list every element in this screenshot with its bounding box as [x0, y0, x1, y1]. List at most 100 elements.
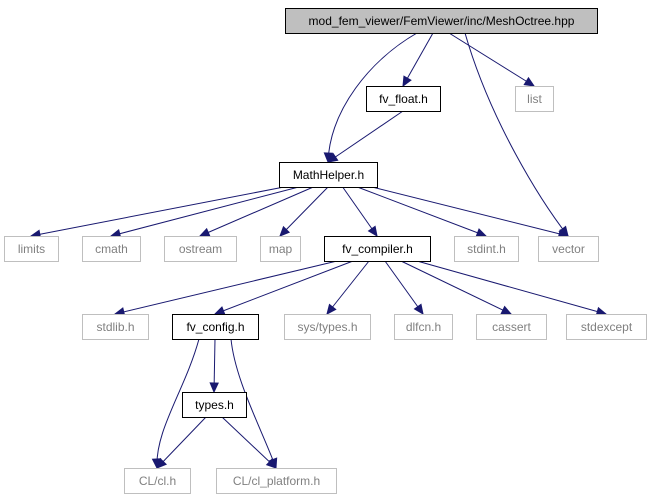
node-dlfcn: dlfcn.h — [394, 314, 453, 340]
node-ostream: ostream — [164, 236, 237, 262]
edge-mathhelper-to-vector — [371, 186, 569, 237]
edge-fv_compiler-to-fv_config — [214, 260, 354, 315]
node-box-types — [182, 392, 247, 418]
node-box-clcl — [124, 468, 191, 494]
edge-mathhelper-to-limits — [30, 186, 285, 237]
edge-arrowhead-root-to-fv_float — [402, 75, 412, 88]
node-fv_float[interactable]: fv_float.h — [366, 86, 441, 112]
node-box-list — [515, 86, 554, 112]
node-label-stdexcept: stdexcept — [581, 320, 633, 334]
edge-types-to-clplatform — [221, 416, 277, 469]
node-box-cassert — [476, 314, 547, 340]
node-cmath: cmath — [82, 236, 141, 262]
node-box-stdlib — [82, 314, 149, 340]
node-root[interactable]: mod_fem_viewer/FemViewer/inc/MeshOctree.… — [285, 8, 598, 34]
node-label-fv_compiler: fv_compiler.h — [342, 242, 413, 256]
node-mathhelper[interactable]: MathHelper.h — [279, 162, 378, 188]
node-box-cmath — [82, 236, 141, 262]
edge-fv_compiler-to-cassert — [400, 260, 512, 315]
node-stdint: stdint.h — [454, 236, 519, 262]
node-box-fv_float — [366, 86, 441, 112]
edge-mathhelper-to-ostream — [199, 186, 314, 237]
edge-root-to-fv_float — [402, 32, 434, 87]
edge-fv_compiler-to-dlfcn — [384, 260, 424, 315]
node-box-stdint — [454, 236, 519, 262]
edge-arrowhead-root-to-list — [523, 76, 536, 87]
node-box-map — [260, 236, 301, 262]
edges-layer — [29, 32, 608, 470]
node-label-stdlib: stdlib.h — [96, 320, 134, 334]
node-label-cmath: cmath — [95, 242, 128, 256]
node-box-limits — [4, 236, 59, 262]
node-fv_compiler[interactable]: fv_compiler.h — [324, 236, 431, 262]
node-clcl: CL/cl.h — [124, 468, 191, 494]
edge-arrowhead-fv_compiler-to-cassert — [500, 305, 513, 315]
node-label-types: types.h — [195, 398, 234, 412]
edge-mathhelper-to-cmath — [110, 186, 299, 237]
node-cassert: cassert — [476, 314, 547, 340]
nodes-layer: mod_fem_viewer/FemViewer/inc/MeshOctree.… — [4, 8, 647, 494]
edge-arrowhead-mathhelper-to-fv_compiler — [367, 225, 378, 238]
edge-arrowhead-fv_config-to-types — [209, 382, 219, 394]
node-stdlib: stdlib.h — [82, 314, 149, 340]
edge-fv_config-to-clplatform — [230, 338, 277, 469]
node-label-fv_config: fv_config.h — [186, 320, 244, 334]
edge-mathhelper-to-map — [279, 186, 329, 237]
node-label-mathhelper: MathHelper.h — [293, 168, 364, 182]
node-list: list — [515, 86, 554, 112]
node-box-ostream — [164, 236, 237, 262]
edge-arrowhead-types-to-clcl — [156, 457, 168, 469]
node-label-list: list — [527, 92, 542, 106]
edge-arrowhead-fv_float-to-mathhelper — [326, 152, 339, 163]
node-label-stdint: stdint.h — [467, 242, 506, 256]
node-box-fv_config — [172, 314, 259, 340]
edge-fv_config-to-clcl — [156, 338, 200, 469]
edge-root-to-vector — [464, 32, 569, 237]
node-box-root — [285, 8, 598, 34]
node-clplatform: CL/cl_platform.h — [216, 468, 337, 494]
node-label-clcl: CL/cl.h — [139, 474, 176, 488]
edge-arrowhead-fv_compiler-to-fv_config — [213, 306, 226, 316]
node-label-dlfcn: dlfcn.h — [406, 320, 441, 334]
edge-fv_float-to-mathhelper — [327, 110, 404, 163]
edge-root-to-mathhelper — [327, 32, 418, 163]
edge-mathhelper-to-fv_compiler — [342, 186, 378, 237]
edge-arrowhead-types-to-clplatform — [265, 458, 277, 469]
node-label-map: map — [269, 242, 293, 256]
edge-arrowhead-mathhelper-to-stdint — [475, 228, 488, 238]
edge-arrowhead-fv_compiler-to-dlfcn — [413, 303, 424, 316]
edge-arrowhead-mathhelper-to-ostream — [198, 227, 211, 237]
node-types[interactable]: types.h — [182, 392, 247, 418]
node-label-root: mod_fem_viewer/FemViewer/inc/MeshOctree.… — [309, 14, 575, 28]
node-box-mathhelper — [279, 162, 378, 188]
edge-fv_compiler-to-systypes — [326, 260, 370, 315]
node-label-vector: vector — [552, 242, 585, 256]
node-box-stdexcept — [566, 314, 647, 340]
node-label-fv_float: fv_float.h — [379, 92, 428, 106]
node-label-clplatform: CL/cl_platform.h — [233, 474, 320, 488]
node-label-systypes: sys/types.h — [297, 320, 357, 334]
edge-fv_compiler-to-stdlib — [114, 260, 338, 315]
edge-root-to-list — [448, 32, 535, 87]
node-map: map — [260, 236, 301, 262]
edge-fv_compiler-to-stdexcept — [416, 260, 607, 315]
node-box-dlfcn — [394, 314, 453, 340]
node-limits: limits — [4, 236, 59, 262]
edge-types-to-clcl — [156, 416, 207, 469]
node-label-limits: limits — [18, 242, 45, 256]
edge-arrowhead-fv_compiler-to-systypes — [326, 303, 337, 315]
node-fv_config[interactable]: fv_config.h — [172, 314, 259, 340]
node-vector: vector — [538, 236, 599, 262]
node-box-fv_compiler — [324, 236, 431, 262]
node-stdexcept: stdexcept — [566, 314, 647, 340]
edge-arrowhead-mathhelper-to-map — [279, 225, 291, 237]
node-label-cassert: cassert — [492, 320, 531, 334]
node-systypes: sys/types.h — [284, 314, 371, 340]
node-box-systypes — [284, 314, 371, 340]
node-box-vector — [538, 236, 599, 262]
edge-mathhelper-to-stdint — [357, 186, 487, 237]
node-box-clplatform — [216, 468, 337, 494]
node-label-ostream: ostream — [179, 242, 222, 256]
